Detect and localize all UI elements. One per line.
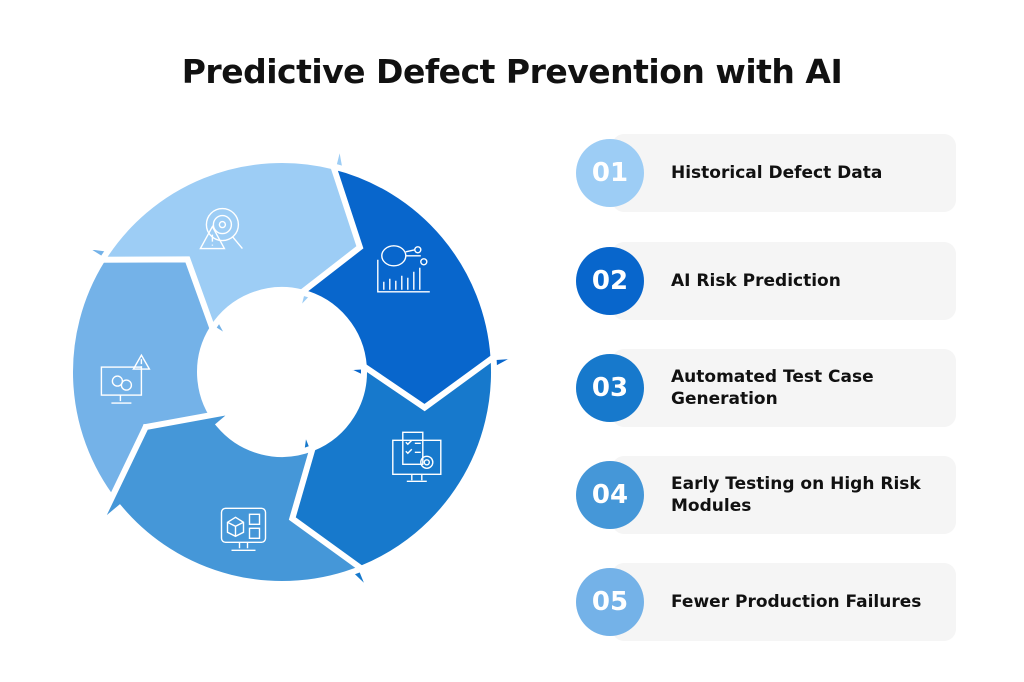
step-card: [612, 242, 956, 320]
step-number: 01: [576, 139, 644, 207]
step-label: AI Risk Prediction: [671, 271, 841, 291]
step-label: Automated Test Case Generation: [671, 367, 874, 409]
step-1: 01 Historical Defect Data: [576, 134, 956, 212]
step-label: Historical Defect Data: [671, 163, 883, 183]
checklist-monitor-icon: [392, 431, 442, 482]
step-2: 02 AI Risk Prediction: [576, 242, 956, 320]
step-3: 03 Automated Test Case Generation: [576, 349, 956, 427]
step-label: Fewer Production Failures: [671, 592, 922, 612]
step-number: 03: [576, 354, 644, 422]
step-number: 04: [576, 461, 644, 529]
module-monitor-icon: [220, 507, 267, 551]
step-card: [612, 456, 956, 534]
step-number: 05: [576, 568, 644, 636]
defect-search-icon: [199, 207, 243, 250]
step-number: 02: [576, 247, 644, 315]
step-card: [612, 349, 956, 427]
step-card: [612, 134, 956, 212]
step-5: 05 Fewer Production Failures: [576, 563, 956, 641]
step-card: [612, 563, 956, 641]
cycle-segment-4: [95, 405, 368, 588]
page-title: Predictive Defect Prevention with AI: [181, 52, 843, 91]
step-label: Early Testing on High Risk Modules: [671, 474, 921, 516]
monitor-warning-icon: [100, 353, 151, 404]
ai-brain-chart-icon: [377, 245, 430, 293]
step-4: 04 Early Testing on High Risk Modules: [576, 456, 956, 534]
